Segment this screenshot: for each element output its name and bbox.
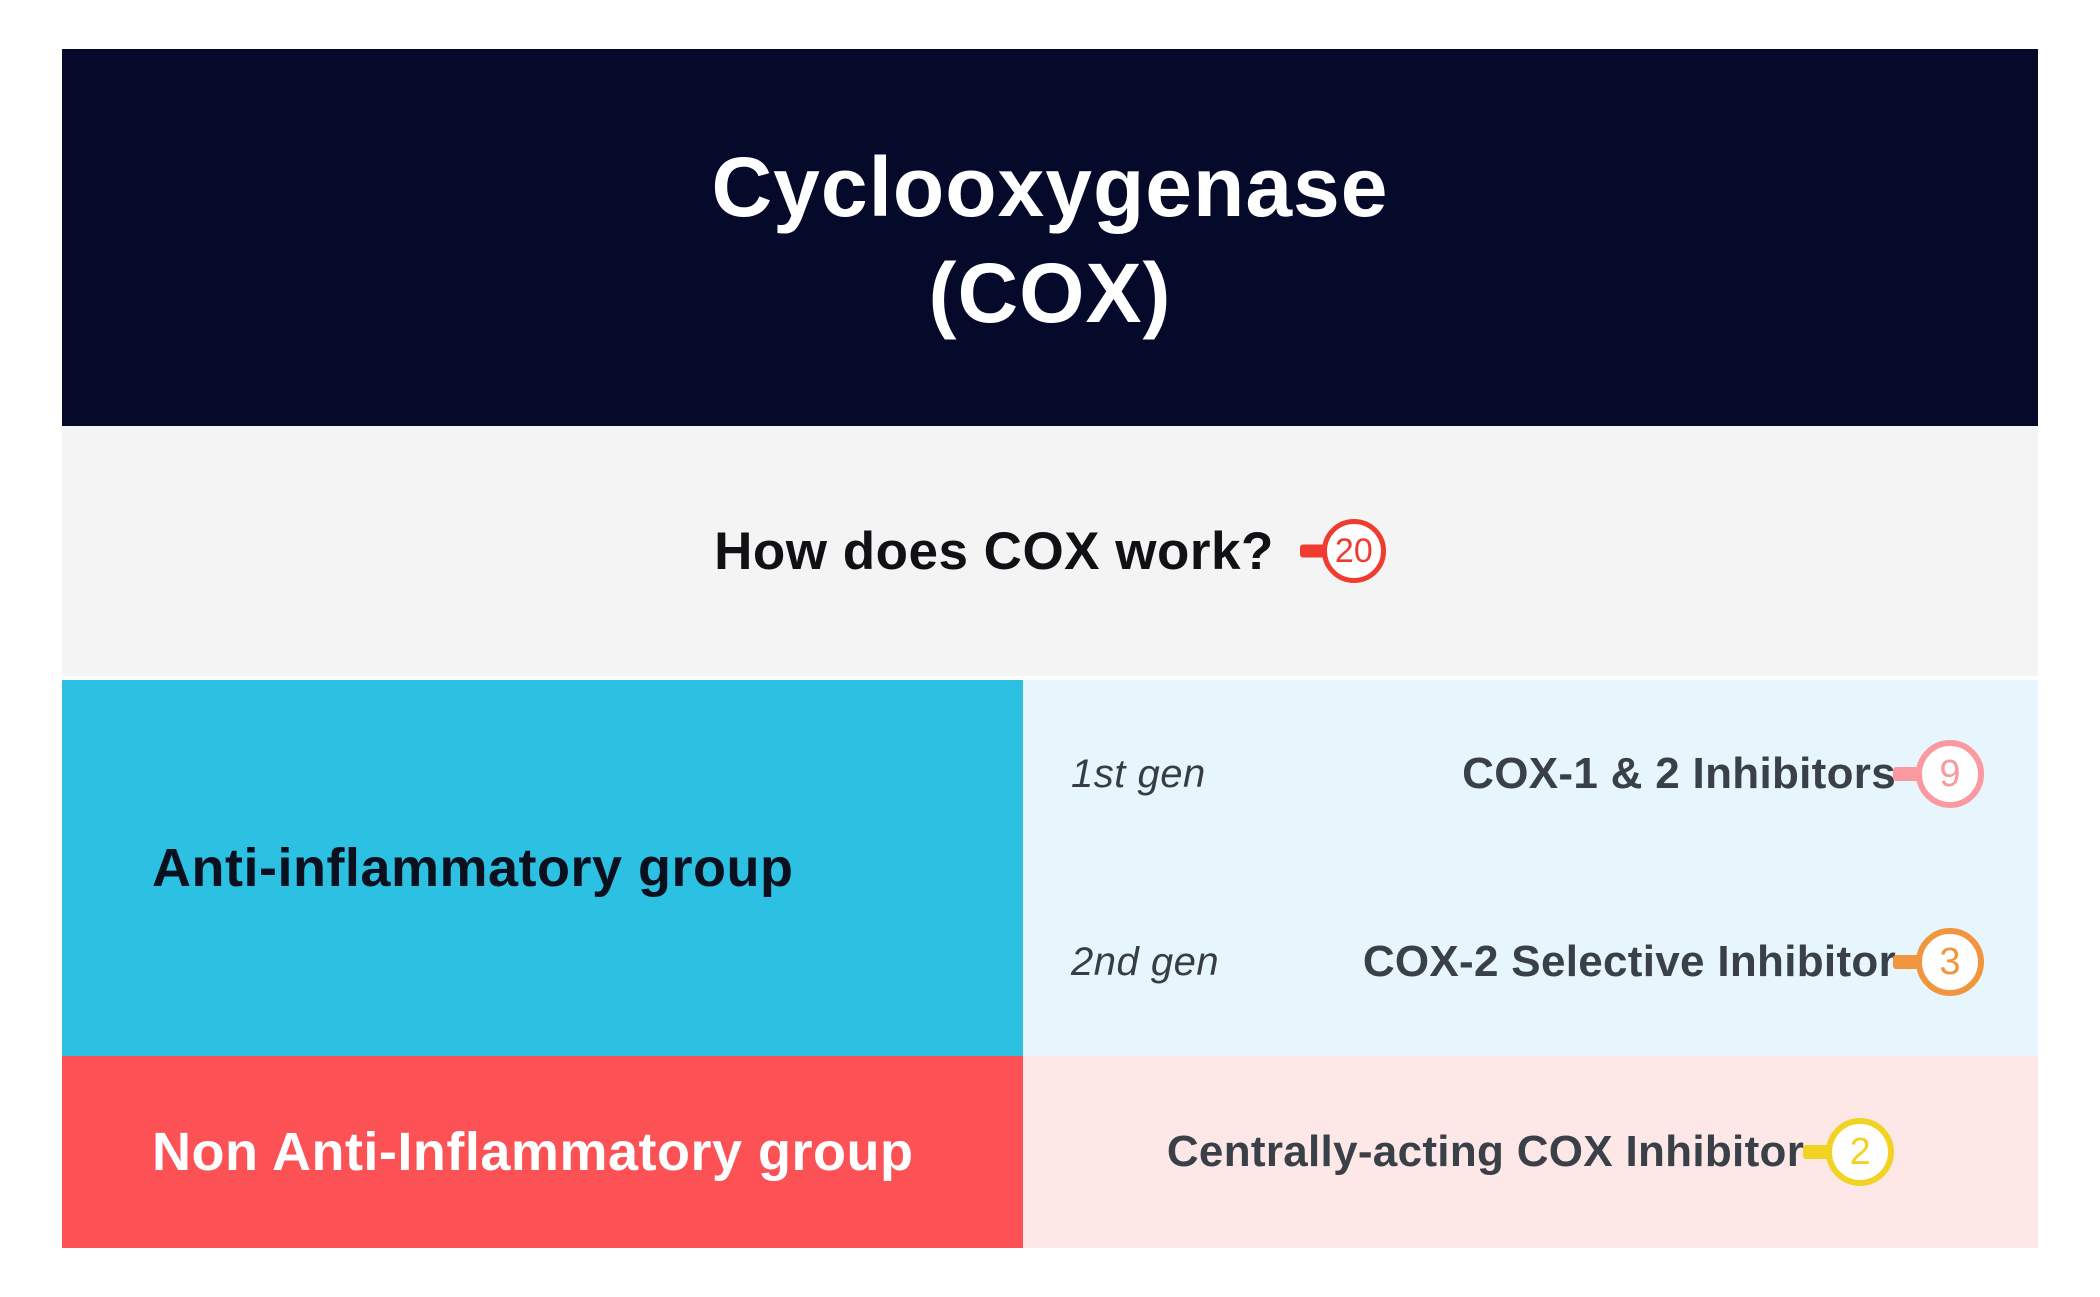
group-anti-inflammatory: Anti-inflammatory group <box>62 680 1023 1056</box>
non-anti-inflammatory-panel: Centrally-acting COX Inhibitor 2 <box>1023 1056 2038 1248</box>
cox1-2-count-badge: 9 <box>1916 740 1984 808</box>
group-anti-inflammatory-label: Anti-inflammatory group <box>152 838 794 898</box>
centrally-acting-count-badge: 2 <box>1826 1118 1895 1186</box>
title-line-2: (COX) <box>928 245 1172 340</box>
second-gen-group: COX-2 Selective Inhibitor 3 <box>1363 928 1984 996</box>
row-first-gen: 1st gen COX-1 & 2 Inhibitors 9 <box>1023 680 2038 868</box>
cox2-selective-count-badge: 3 <box>1916 928 1984 996</box>
title-line-1: Cyclooxygenase <box>711 139 1389 234</box>
centrally-acting-label: Centrally-acting COX Inhibitor <box>1166 1127 1805 1176</box>
first-gen-label: 1st gen <box>1071 751 1206 796</box>
group-non-anti-inflammatory: Non Anti-Inflammatory group <box>62 1056 1023 1248</box>
infographic-card: Cyclooxygenase (COX) How does COX work? … <box>62 49 2038 1248</box>
cox2-selective-inhibitor-label: COX-2 Selective Inhibitor <box>1362 937 1896 986</box>
second-gen-label: 2nd gen <box>1071 939 1220 984</box>
cox1-2-inhibitors-label: COX-1 & 2 Inhibitors <box>1462 749 1896 798</box>
group-non-anti-inflammatory-label: Non Anti-Inflammatory group <box>152 1122 914 1182</box>
anti-inflammatory-section: Anti-inflammatory group 1st gen COX-1 & … <box>62 680 2038 1056</box>
centrally-acting-group: Centrally-acting COX Inhibitor 2 <box>1023 1118 2038 1186</box>
page-title: Cyclooxygenase (COX) <box>712 135 1389 347</box>
first-gen-group: COX-1 & 2 Inhibitors 9 <box>1462 740 1984 808</box>
row-separator <box>62 676 2038 680</box>
row-second-gen: 2nd gen COX-2 Selective Inhibitor 3 <box>1023 868 2038 1056</box>
question-row: How does COX work? 20 <box>62 426 2038 676</box>
question-heading: How does COX work? <box>714 521 1274 581</box>
anti-inflammatory-panel: 1st gen COX-1 & 2 Inhibitors 9 2nd gen C… <box>1023 680 2038 1056</box>
header: Cyclooxygenase (COX) <box>62 49 2038 426</box>
question-count-badge: 20 <box>1321 519 1386 583</box>
non-anti-inflammatory-section: Non Anti-Inflammatory group Centrally-ac… <box>62 1056 2038 1248</box>
